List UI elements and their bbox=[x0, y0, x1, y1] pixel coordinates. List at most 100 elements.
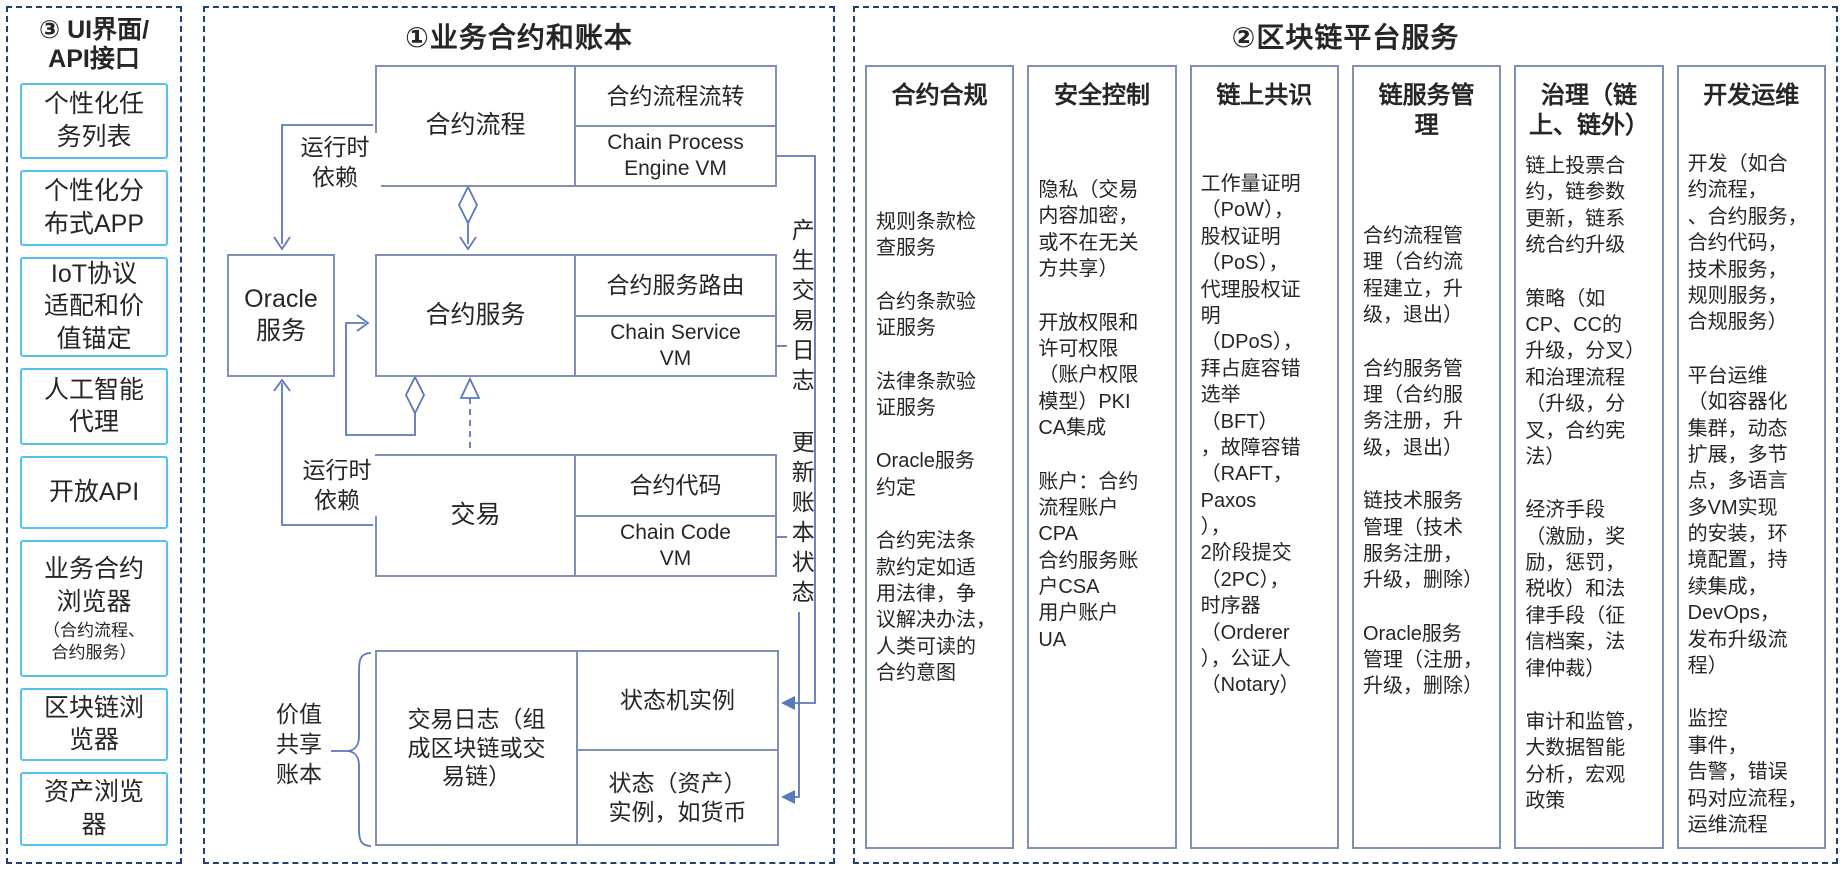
sidebar-item-iot-protocol-anchor: IoT协议 适配和价 值锚定 bbox=[20, 256, 168, 357]
self-aggregation-loop-line bbox=[345, 322, 416, 436]
arrowhead-left-icon bbox=[781, 696, 795, 710]
sidebar-item-asset-browser: 资产浏览 器 bbox=[20, 771, 168, 846]
box-label: 合约流程流转 bbox=[606, 82, 745, 109]
label-produce-transaction-log: 产生交易日志 bbox=[787, 216, 815, 400]
column-chain-service-management: 链服务管 理 合约流程管 理（合约流 程建立，升 级，退出） 合约服务管 理（合… bbox=[1351, 65, 1502, 849]
sidebar-item-blockchain-browser: 区块链浏 览器 bbox=[20, 687, 168, 761]
box-label: 状态（资产） 实例，如货币 bbox=[608, 769, 747, 825]
sidebar-item-sublabel: （合约流程、 合约服务） bbox=[43, 621, 145, 662]
box-label: Chain Code VM bbox=[620, 520, 731, 570]
column-body: 隐私（交易 内容加密， 或不在无关 方共享） 开放权限和 许可权限 （账户权限 … bbox=[1038, 111, 1165, 653]
box-contract-service-route: 合约服务路由 bbox=[574, 254, 777, 317]
sidebar-item-label: 个性化分 布式APP bbox=[43, 177, 145, 238]
service-item: 合约条款验 证服务 bbox=[876, 290, 976, 340]
box-contract-service: 合约服务 bbox=[375, 254, 576, 377]
service-item: 合约服务管 理（合约服 务注册，升 级，退出） bbox=[1362, 357, 1463, 459]
box-label: 合约流程 bbox=[425, 111, 526, 140]
sidebar-item-personalized-task-list: 个性化任 务列表 bbox=[20, 82, 168, 159]
box-contract-code: 合约代码 bbox=[574, 454, 777, 517]
panel-ledger-title: ①业务合约和账本 bbox=[405, 22, 633, 53]
column-body: 规则条款检 查服务 合约条款验 证服务 法律条款验 证服务 Oracle服务 约… bbox=[876, 111, 1003, 686]
label-value-shared-ledger: 价值 共享 账本 bbox=[271, 700, 327, 790]
service-item: 开放权限和 许可权限 （账户权限 模型）PKI CA集成 bbox=[1038, 311, 1139, 440]
column-body: 链上投票合 约，链参数 更新，链系 统合约升级 策略（如 CP、CC的 升级，分… bbox=[1525, 141, 1652, 815]
box-label: 合约服务路由 bbox=[606, 272, 745, 299]
value-ledger-brace bbox=[347, 652, 372, 847]
arrowhead-right-icon bbox=[356, 314, 370, 332]
arrowhead-down-icon bbox=[273, 236, 291, 251]
service-columns: 合约合规 规则条款检 查服务 合约条款验 证服务 法律条款验 证服务 Oracl… bbox=[865, 65, 1826, 849]
column-onchain-consensus: 链上共识 工作量证明 （PoW）， 股权证明 （PoS）， 代理股权证 明 （D… bbox=[1189, 65, 1339, 849]
column-header: 链服务管 理 bbox=[1378, 82, 1475, 139]
arrowhead-down-icon bbox=[459, 236, 477, 251]
service-item: 平台运维 （如容器化 集群，动态 扩展，多节 点，多语言 多VM实现 的安装，环… bbox=[1687, 364, 1788, 678]
panel-business-contract-ledger: ①业务合约和账本 bbox=[203, 6, 835, 864]
box-transaction-log: 交易日志（组 成区块链或交 易链） bbox=[375, 650, 578, 846]
service-item: Oracle服务 管理（注册， 升级，删除） bbox=[1362, 622, 1483, 698]
service-item: 策略（如 CP、CC的 升级，分叉） 和治理流程 （升级，分 叉，合约宪 法） bbox=[1525, 287, 1646, 468]
column-governance: 治理（链 上、链外） 链上投票合 约，链参数 更新，链系 统合约升级 策略（如 … bbox=[1514, 65, 1664, 849]
box-label: 交易日志（组 成区块链或交 易链） bbox=[407, 705, 546, 790]
box-label: 合约代码 bbox=[629, 472, 722, 499]
dependency-line-process-oracle bbox=[281, 124, 373, 244]
sidebar-item-label: 区块链浏 览器 bbox=[43, 693, 144, 755]
arrowhead-up-icon bbox=[273, 378, 291, 392]
box-label: 状态机实例 bbox=[620, 687, 735, 714]
sidebar-item-label: 人工智能 代理 bbox=[43, 375, 144, 437]
arrowhead-left-icon bbox=[781, 790, 795, 804]
service-item: 审计和监管， 大数据智能 分析，宏观 政策 bbox=[1525, 711, 1646, 813]
box-chain-code-vm: Chain Code VM bbox=[574, 515, 777, 577]
column-security-control: 安全控制 隐私（交易 内容加密， 或不在无关 方共享） 开放权限和 许可权限 （… bbox=[1027, 65, 1177, 849]
label-update-ledger-state: 更新账本状态 bbox=[787, 428, 815, 612]
box-oracle-service: Oracle 服务 bbox=[227, 254, 335, 377]
box-label: Chain Process Engine VM bbox=[607, 130, 744, 180]
box-contract-process-flow: 合约流程流转 bbox=[574, 65, 777, 127]
service-item: 规则条款检 查服务 bbox=[876, 211, 976, 260]
box-contract-process: 合约流程 bbox=[375, 65, 576, 187]
column-body: 开发（如合 约流程， 、合约服务， 合约代码， 技术服务， 规则服务， 合规服务… bbox=[1688, 111, 1815, 838]
service-item: 链技术服务 管理（技术 服务注册， 升级，删除） bbox=[1362, 490, 1483, 592]
column-header: 合约合规 bbox=[891, 82, 988, 109]
box-transaction: 交易 bbox=[375, 454, 576, 577]
service-item: 隐私（交易 内容加密， 或不在无关 方共享） bbox=[1038, 179, 1139, 281]
connector-layer bbox=[273, 124, 816, 847]
sidebar-item-personalized-dapp: 个性化分 布式APP bbox=[20, 169, 168, 246]
service-item: 法律条款验 证服务 bbox=[876, 370, 976, 419]
service-item: 链上投票合 约，链参数 更新，链系 统合约升级 bbox=[1525, 155, 1626, 257]
panel-ui-api-title: ③ UI界面/ API接口 bbox=[38, 16, 150, 73]
box-state-machine-instance: 状态机实例 bbox=[576, 650, 779, 751]
column-header: 安全控制 bbox=[1053, 82, 1150, 109]
sidebar-item-label: 开放API bbox=[48, 477, 140, 506]
column-contract-compliance: 合约合规 规则条款检 查服务 合约条款验 证服务 法律条款验 证服务 Oracl… bbox=[865, 65, 1015, 849]
sidebar-item-open-api: 开放API bbox=[20, 455, 168, 529]
sidebar-item-business-contract-browser: 业务合约 浏览器 （合约流程、 合约服务） bbox=[20, 539, 168, 677]
service-item: 开发（如合 约流程， 、合约服务， 合约代码， 技术服务， 规则服务， 合规服务… bbox=[1687, 153, 1808, 334]
column-header: 链上共识 bbox=[1216, 82, 1313, 109]
tx-log-line-a bbox=[775, 155, 816, 704]
service-item: Oracle服务 约定 bbox=[876, 450, 975, 499]
dependency-line-transaction-oracle bbox=[281, 383, 373, 526]
column-devops: 开发运维 开发（如合 约流程， 、合约服务， 合约代码， 技术服务， 规则服务，… bbox=[1676, 65, 1826, 849]
service-item: 工作量证明 （PoW）， 股权证明 （PoS）， 代理股权证 明 （DPoS），… bbox=[1200, 173, 1303, 697]
box-state-asset-instance: 状态（资产） 实例，如货币 bbox=[576, 749, 779, 846]
service-item: 合约宪法条 款约定如适 用法律，争 议解决办法， 人类可读的 合约意图 bbox=[876, 530, 996, 685]
realization-triangle-icon bbox=[459, 376, 481, 399]
sidebar-item-label: 资产浏览 器 bbox=[43, 778, 144, 839]
sidebar-item-label: IoT协议 适配和价 值锚定 bbox=[43, 259, 144, 353]
box-label: Oracle 服务 bbox=[244, 285, 318, 345]
label-runtime-dependency-bottom: 运行时 依赖 bbox=[291, 456, 383, 516]
aggregation-diamond-icon bbox=[457, 184, 479, 226]
panel-ui-api: ③ UI界面/ API接口 个性化任 务列表 个性化分 布式APP IoT协议 … bbox=[6, 6, 182, 864]
box-chain-process-engine-vm: Chain Process Engine VM bbox=[574, 125, 777, 187]
box-chain-service-vm: Chain Service VM bbox=[574, 315, 777, 377]
box-label: 交易 bbox=[450, 500, 501, 529]
aggregation-diamond-icon bbox=[404, 374, 426, 416]
column-header: 治理（链 上、链外） bbox=[1528, 82, 1649, 139]
label-runtime-dependency-top: 运行时 依赖 bbox=[289, 133, 381, 193]
sidebar-item-ai-agent: 人工智能 代理 bbox=[20, 367, 168, 445]
column-body: 工作量证明 （PoW）， 股权证明 （PoS）， 代理股权证 明 （DPoS），… bbox=[1201, 111, 1328, 699]
sidebar-item-label: 个性化任 务列表 bbox=[43, 90, 144, 151]
service-item: 经济手段 （激励，奖 励，惩罚， 税收）和法 律手段（征 信档案，法 律仲裁） bbox=[1525, 499, 1626, 680]
box-label: 合约服务 bbox=[425, 300, 526, 329]
